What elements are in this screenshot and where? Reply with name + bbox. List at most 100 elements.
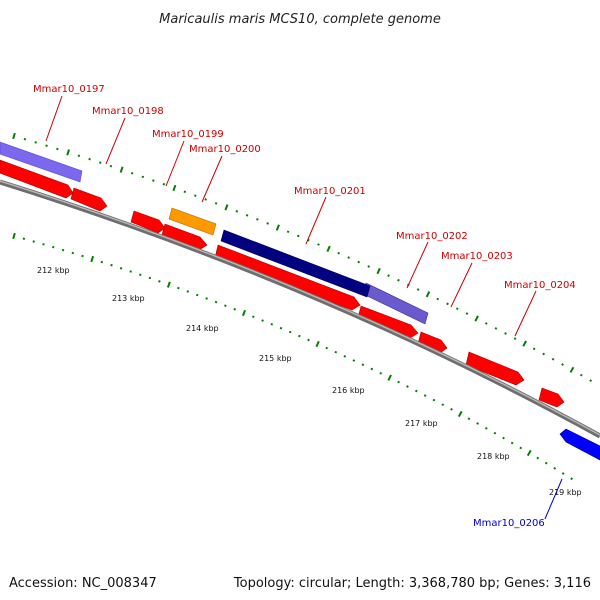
minor-tick bbox=[589, 379, 593, 382]
tick-labels: 212 kbp 213 kbp 214 kbp 215 kbp 216 kbp … bbox=[37, 266, 582, 497]
minor-tick bbox=[52, 245, 55, 249]
minor-tick bbox=[245, 213, 249, 217]
minor-tick bbox=[214, 300, 218, 304]
minor-tick bbox=[361, 363, 365, 367]
minor-tick bbox=[195, 293, 199, 297]
major-tick bbox=[526, 449, 532, 457]
minor-tick bbox=[22, 237, 26, 240]
major-tick bbox=[90, 255, 95, 263]
minor-tick bbox=[307, 338, 310, 342]
cds-arrow-0199b[interactable] bbox=[161, 223, 208, 251]
tick-label: 212 kbp bbox=[37, 266, 70, 275]
minor-tick bbox=[397, 278, 400, 282]
minor-tick bbox=[502, 436, 505, 440]
minor-tick bbox=[370, 367, 374, 371]
map-title: Maricaulis maris MCS10, complete genome bbox=[159, 12, 441, 27]
minor-tick bbox=[71, 251, 75, 255]
major-tick bbox=[12, 232, 16, 240]
gene-label-0206[interactable]: Mmar10_0206 bbox=[473, 518, 545, 529]
cds-arrow-0197[interactable] bbox=[0, 159, 74, 199]
minor-tick bbox=[224, 304, 227, 307]
tick-label: 217 kbp bbox=[405, 419, 438, 428]
minor-tick bbox=[536, 456, 540, 460]
feature-bar-navy[interactable] bbox=[220, 229, 371, 298]
minor-tick bbox=[519, 446, 523, 450]
major-tick bbox=[425, 291, 431, 298]
major-tick bbox=[12, 132, 16, 140]
minor-tick bbox=[352, 359, 356, 362]
minor-tick bbox=[261, 319, 264, 322]
minor-tick bbox=[423, 394, 427, 397]
minor-tick bbox=[484, 426, 488, 430]
minor-tick bbox=[553, 466, 557, 470]
cds-arrow-0204[interactable] bbox=[465, 351, 525, 386]
minor-tick bbox=[42, 243, 45, 246]
gene-label-0200[interactable]: Mmar10_0200 bbox=[189, 144, 261, 155]
forward-cds-track bbox=[0, 159, 565, 408]
minor-tick bbox=[379, 371, 383, 375]
minor-tick bbox=[387, 274, 390, 277]
minor-tick bbox=[177, 286, 180, 290]
minor-tick bbox=[455, 307, 459, 311]
minor-tick bbox=[551, 357, 555, 361]
feature-track bbox=[0, 141, 429, 325]
minor-tick bbox=[61, 248, 65, 252]
minor-tick bbox=[513, 337, 517, 340]
cds-arrow-0198[interactable] bbox=[70, 187, 108, 212]
minor-tick bbox=[467, 417, 471, 421]
reverse-cds-track bbox=[559, 428, 600, 461]
minor-tick bbox=[493, 431, 497, 435]
cds-arrow-0206[interactable] bbox=[559, 428, 600, 461]
minor-tick bbox=[139, 273, 142, 277]
minor-tick bbox=[141, 175, 145, 179]
tick-label: 219 kbp bbox=[549, 488, 582, 497]
minor-tick bbox=[504, 332, 507, 335]
minor-tick bbox=[270, 323, 274, 326]
major-tick bbox=[224, 204, 229, 211]
gene-labels: Mmar10_0197 Mmar10_0198 Mmar10_0199 Mmar… bbox=[33, 84, 576, 529]
feature-bar-orange[interactable] bbox=[168, 207, 217, 236]
cds-arrow-0199a[interactable] bbox=[130, 210, 166, 234]
minor-tick bbox=[186, 290, 190, 293]
major-tick bbox=[376, 267, 381, 275]
gene-label-line-0206 bbox=[544, 478, 563, 520]
gene-label-0202[interactable]: Mmar10_0202 bbox=[396, 231, 468, 242]
minor-tick bbox=[532, 347, 536, 351]
minor-tick bbox=[334, 350, 338, 354]
minor-tick bbox=[288, 330, 292, 334]
minor-tick bbox=[406, 385, 409, 388]
minor-tick bbox=[45, 144, 48, 147]
minor-tick bbox=[476, 422, 479, 425]
tick-label: 214 kbp bbox=[186, 324, 219, 333]
major-tick bbox=[275, 224, 280, 231]
gene-label-0203[interactable]: Mmar10_0203 bbox=[441, 251, 513, 262]
minor-tick bbox=[279, 326, 283, 330]
minor-tick bbox=[414, 389, 418, 393]
minor-tick bbox=[204, 198, 207, 201]
minor-tick bbox=[266, 222, 269, 225]
major-tick bbox=[66, 149, 70, 156]
gene-label-0197[interactable]: Mmar10_0197 bbox=[33, 84, 105, 95]
minor-tick bbox=[130, 172, 134, 175]
gene-label-0204[interactable]: Mmar10_0204 bbox=[504, 280, 576, 291]
minor-tick bbox=[542, 352, 546, 356]
minor-tick bbox=[343, 355, 347, 358]
minor-tick bbox=[32, 240, 35, 243]
gene-label-0198[interactable]: Mmar10_0198 bbox=[92, 106, 164, 117]
minor-tick bbox=[450, 407, 453, 411]
minor-tick bbox=[99, 161, 102, 164]
gene-label-0199[interactable]: Mmar10_0199 bbox=[152, 129, 224, 140]
minor-tick bbox=[347, 256, 351, 259]
minor-tick bbox=[100, 260, 104, 264]
minor-tick bbox=[119, 267, 123, 270]
major-tick bbox=[119, 166, 124, 173]
minor-tick bbox=[510, 441, 514, 445]
tick-label: 218 kbp bbox=[477, 452, 510, 461]
minor-tick bbox=[544, 461, 548, 465]
minor-tick bbox=[296, 234, 300, 238]
minor-tick bbox=[286, 230, 290, 234]
cds-arrow-0205[interactable] bbox=[538, 387, 565, 408]
feature-bar-lavender-left[interactable] bbox=[0, 141, 83, 183]
gene-label-0201[interactable]: Mmar10_0201 bbox=[294, 186, 366, 197]
